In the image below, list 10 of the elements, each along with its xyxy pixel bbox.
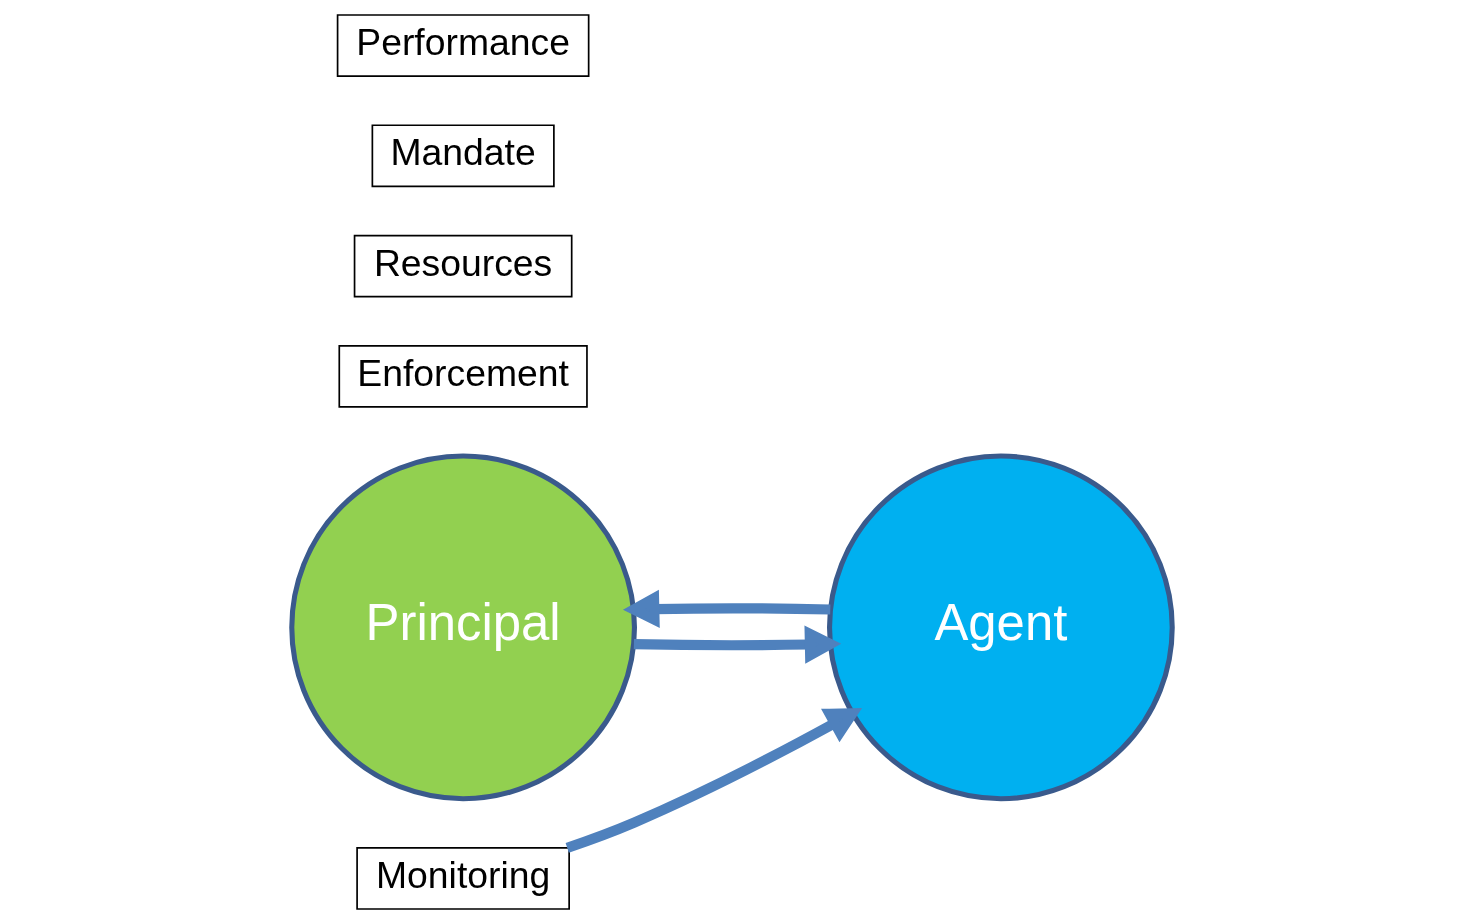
arrow — [633, 625, 841, 664]
node-box: Enforcement — [337, 344, 588, 408]
node-box: Monitoring — [355, 847, 570, 910]
node-circle: Principal — [288, 453, 637, 802]
node-box: Performance — [336, 14, 589, 77]
node-circle: Agent — [826, 453, 1175, 802]
arrow — [622, 589, 830, 629]
arrow — [565, 708, 862, 853]
node-box: Mandate — [371, 124, 555, 188]
node-box: Resources — [353, 234, 573, 298]
